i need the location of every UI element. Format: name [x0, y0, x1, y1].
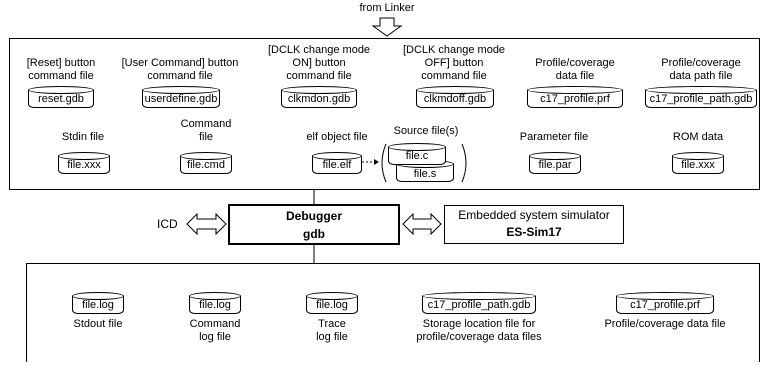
trace-log-label: Trace log file — [316, 318, 348, 343]
reset-gdb-file: reset.gdb — [28, 86, 94, 108]
source-bracket-right — [461, 143, 467, 183]
trace-log-file: file.log — [306, 292, 358, 314]
input-files-frame — [9, 38, 760, 190]
elf-object-label: elf object file — [306, 131, 368, 143]
simulator-box: Embedded system simulator ES-Sim17 — [444, 205, 624, 244]
cmd-file: file.cmd — [180, 152, 232, 174]
rom-data-file: file.xxx — [672, 152, 724, 174]
dclk-off-label: [DCLK change mode OFF] button command fi… — [402, 44, 506, 82]
debugger-box: Debugger gdb — [228, 204, 400, 245]
stdin-label: Stdin file — [61, 131, 105, 143]
c17-profile-prf-file: c17_profile.prf — [527, 86, 623, 108]
reset-command-label: [Reset] button command file — [26, 57, 96, 82]
stdout-log-file: file.log — [72, 292, 124, 314]
storage-location-file: c17_profile_path.gdb — [422, 292, 536, 314]
stdout-label: Stdout file — [73, 318, 123, 330]
output-files-frame — [26, 263, 760, 362]
elf-file: file.elf — [312, 152, 362, 174]
simulator-double-arrow — [402, 212, 442, 236]
source-file-c: file.c — [388, 143, 446, 165]
icd-double-arrow — [186, 212, 227, 236]
userdefine-gdb-file: userdefine.gdb — [142, 86, 220, 108]
profile-data-label: Profile/coverage data file — [535, 57, 615, 82]
clkmdoff-gdb-file: clkmdoff.gdb — [416, 86, 494, 108]
profile-path-label: Profile/coverage data path file — [661, 57, 741, 82]
dclk-on-label: [DCLK change mode ON] button command fil… — [267, 44, 371, 82]
c17-profile-path-gdb-file: c17_profile_path.gdb — [645, 86, 757, 108]
icd-label: ICD — [157, 217, 178, 231]
storage-location-label: Storage location file for profile/covera… — [416, 318, 542, 343]
parameter-file-label: Parameter file — [519, 131, 589, 143]
user-command-label: [User Command] button command file — [121, 57, 239, 82]
command-log-file: file.log — [189, 292, 241, 314]
simulator-title: Embedded system simulator — [458, 208, 610, 222]
stdin-file: file.xxx — [58, 152, 110, 174]
simulator-name: ES-Sim17 — [506, 225, 562, 239]
rom-data-label: ROM data — [672, 131, 724, 143]
profile-output-file: c17_profile.prf — [616, 292, 714, 314]
clkmdon-gdb-file: clkmdon.gdb — [281, 86, 357, 108]
debugger-title: Debugger — [285, 209, 342, 223]
from-linker-arrow — [371, 17, 403, 37]
command-file-label: Command file — [180, 118, 232, 143]
source-files-label: Source file(s) — [393, 125, 459, 137]
profile-output-label: Profile/coverage data file — [604, 318, 726, 330]
from-linker-label: from Linker — [359, 2, 415, 14]
debugger-gdb: gdb — [303, 227, 325, 241]
source-bracket-left — [381, 143, 387, 183]
par-file: file.par — [529, 152, 581, 174]
command-log-label: Command log file — [189, 318, 241, 343]
